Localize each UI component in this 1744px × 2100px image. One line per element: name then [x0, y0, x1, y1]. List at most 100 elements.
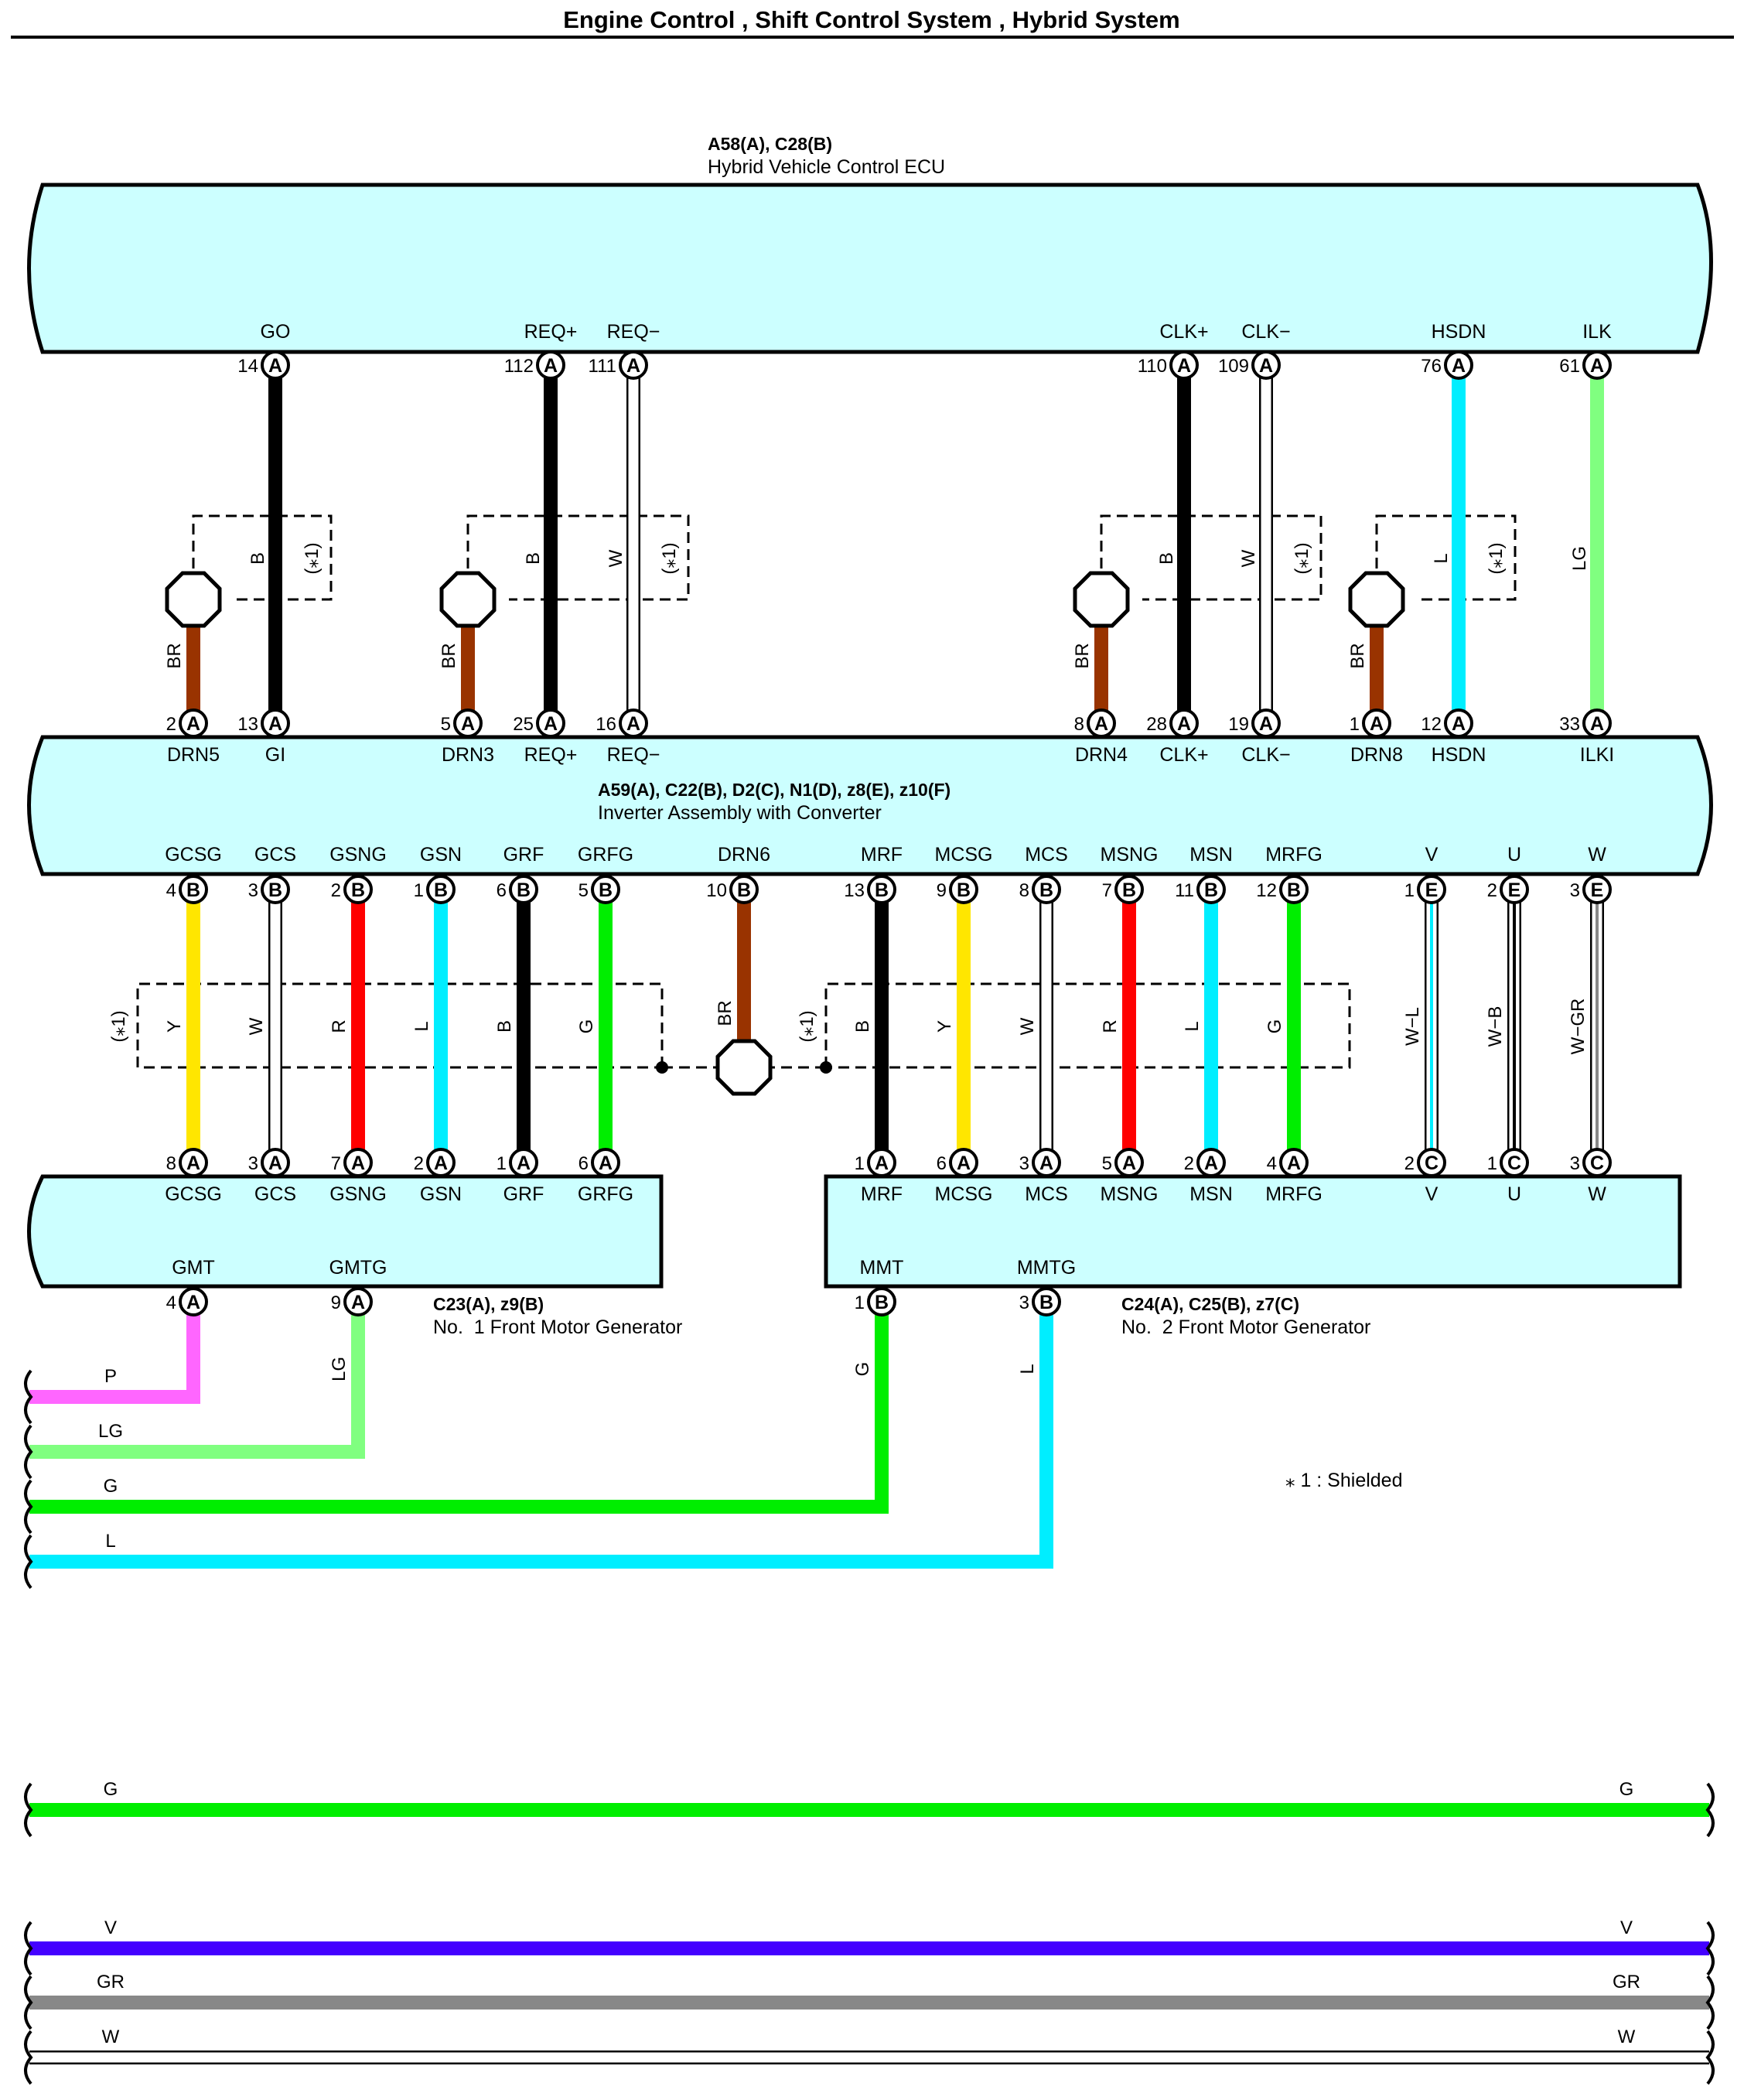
- wire-label: BR: [439, 643, 459, 668]
- pin-number: 4: [166, 880, 176, 901]
- pin-number: 3: [1019, 1153, 1029, 1174]
- pin-number: 2: [331, 880, 341, 901]
- pin-number: 3: [1019, 1292, 1029, 1313]
- pin-number: 3: [1570, 1153, 1580, 1174]
- pin-marker: [179, 1287, 1061, 1316]
- inv-top-drn5: DRN5: [167, 744, 220, 766]
- mg2-top-msn: MSN: [1189, 1183, 1233, 1205]
- pin-number: 4: [1267, 1153, 1277, 1174]
- pin-conn: A: [544, 355, 558, 377]
- pin-conn: A: [626, 713, 640, 735]
- pin-conn: A: [351, 1152, 365, 1174]
- inv-bot-gsn: GSN: [420, 844, 462, 866]
- mg1-bot-gmt: GMT: [172, 1257, 215, 1279]
- mg1-name: No. 1 Front Motor Generator: [433, 1316, 682, 1338]
- inv-bot-gcs: GCS: [254, 844, 296, 866]
- mg2-bot-mmtg: MMTG: [1017, 1257, 1076, 1279]
- mg2-top-w: W: [1588, 1183, 1606, 1205]
- wire-label: LG: [98, 1421, 123, 1442]
- pin-number: 1: [855, 1292, 865, 1313]
- inverter-name: Inverter Assembly with Converter: [598, 802, 882, 824]
- mg2-name: No. 2 Front Motor Generator: [1121, 1316, 1370, 1338]
- pin-conn: A: [268, 1152, 282, 1174]
- wire-label: Y: [164, 1020, 185, 1033]
- bus-label: W: [1618, 2027, 1636, 2047]
- mg1-box: [27, 1174, 664, 1289]
- pin-conn: A: [1039, 1152, 1053, 1174]
- bus-label: G: [1619, 1779, 1634, 1800]
- pin-conn: B: [599, 879, 613, 901]
- pin-number: 111: [589, 356, 616, 377]
- wire-label: R: [329, 1019, 350, 1033]
- pin-number: 14: [237, 356, 258, 377]
- inv-bot-u: U: [1507, 844, 1521, 866]
- inv-bot-v: V: [1425, 844, 1439, 866]
- wire-label: R: [1100, 1019, 1121, 1033]
- pin-number: 2: [1184, 1153, 1194, 1174]
- pin-number: 2: [166, 714, 176, 735]
- inverter-code: A59(A), C22(B), D2(C), N1(D), z8(E), z10…: [598, 780, 950, 800]
- bus-label: W: [102, 2027, 120, 2047]
- pin-number: 1: [1404, 880, 1415, 901]
- ecu-term-clkp: CLK+: [1159, 321, 1208, 343]
- wire-label: B: [523, 552, 544, 565]
- mg2-top-mcsg: MCSG: [935, 1183, 993, 1205]
- pin-conn: A: [434, 1152, 448, 1174]
- ecu-box: [27, 183, 1713, 354]
- inv-bot-grf: GRF: [503, 844, 544, 866]
- wire-label: L: [1182, 1021, 1203, 1031]
- pin-number: 2: [1487, 880, 1497, 901]
- pin-conn: A: [599, 1152, 613, 1174]
- wire-label: P: [104, 1366, 117, 1387]
- wire-break-mark: [24, 1369, 33, 1590]
- shield-box: [192, 514, 1517, 601]
- inv-bot-mcs: MCS: [1025, 844, 1068, 866]
- wire-label: W: [1017, 1017, 1038, 1035]
- pin-number: 13: [237, 714, 258, 735]
- inv-top-reqm: REQ−: [607, 744, 660, 766]
- inv-bot-mrf: MRF: [861, 844, 903, 866]
- pin-number: 33: [1559, 714, 1580, 735]
- pin-number: 6: [578, 1153, 589, 1174]
- pin-conn: B: [434, 879, 448, 901]
- shield-label: (⁎1): [659, 542, 680, 574]
- wire-label: W−B: [1485, 1006, 1506, 1047]
- pin-number: 5: [1102, 1153, 1112, 1174]
- shield-box: [136, 982, 1351, 1069]
- pin-number: 25: [513, 714, 534, 735]
- inv-top-reqp: REQ+: [524, 744, 578, 766]
- wire-label: W: [1238, 549, 1259, 567]
- pin-conn: B: [1122, 879, 1136, 901]
- page-title: Engine Control , Shift Control System , …: [563, 6, 1179, 33]
- pin-marker: [261, 350, 1612, 380]
- inv-top-clkp: CLK+: [1159, 744, 1208, 766]
- inv-bot-mrfg: MRFG: [1265, 844, 1323, 866]
- wire-label: G: [104, 1476, 118, 1497]
- mg2-bot-mmt: MMT: [860, 1257, 904, 1279]
- pin-conn: A: [268, 713, 282, 735]
- wire-label: L: [1017, 1364, 1038, 1374]
- pin-number: 12: [1421, 714, 1442, 735]
- inv-top-drn8: DRN8: [1350, 744, 1403, 766]
- wire-break-mark: [24, 1782, 1715, 2085]
- inv-bot-msng: MSNG: [1101, 844, 1159, 866]
- pin-conn: A: [1204, 1152, 1218, 1174]
- wire-label: W: [246, 1017, 267, 1035]
- wire-label: G: [852, 1362, 873, 1377]
- wire-label: BR: [1347, 643, 1368, 668]
- mg2-top-mrf: MRF: [861, 1183, 903, 1205]
- shield-label: (⁎1): [1292, 542, 1312, 574]
- pin-number: 7: [1102, 880, 1112, 901]
- mg2-top-u: U: [1507, 1183, 1521, 1205]
- pin-conn: A: [1177, 355, 1191, 377]
- pin-conn: E: [1508, 879, 1521, 901]
- pin-number: 8: [166, 1153, 176, 1174]
- pin-number: 7: [331, 1153, 341, 1174]
- pin-number: 109: [1218, 356, 1249, 377]
- mg1-bot-gmtg: GMTG: [329, 1257, 387, 1279]
- inv-bot-mcsg: MCSG: [935, 844, 993, 866]
- ecu-term-ilk: ILK: [1582, 321, 1612, 343]
- pin-number: 28: [1146, 714, 1167, 735]
- pin-conn: E: [1591, 879, 1604, 901]
